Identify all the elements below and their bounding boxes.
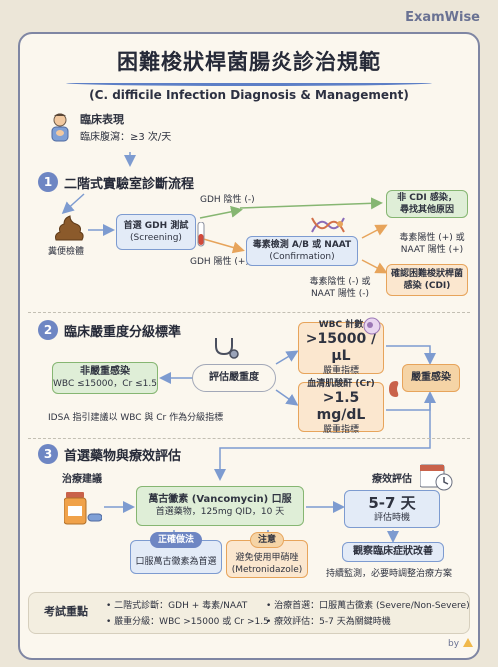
section2-number: 2: [38, 320, 58, 340]
correct-practice-title: 正確做法: [157, 535, 194, 545]
section2-title: 臨床嚴重度分級標準: [64, 325, 182, 340]
wbc-note: 嚴重指標: [322, 366, 359, 376]
observe-box: 觀察臨床症狀改善: [342, 542, 444, 562]
patient-icon: [48, 112, 72, 142]
exam-points-panel: [28, 592, 470, 634]
assess-severity-node: 評估嚴重度: [192, 364, 276, 392]
section3-title: 首選藥物與療效評估: [64, 449, 182, 464]
assess-severity-label: 評估嚴重度: [209, 372, 259, 383]
exam-point-1: • 二階式診斷：GDH + 毒素/NAAT: [106, 601, 248, 611]
gdh-screening-sub: (Screening): [130, 233, 182, 243]
creatinine-box: 血清肌酸酐 (Cr) >1.5 mg/dL 嚴重指標: [298, 379, 384, 435]
exam-point-2: • 治療首選：口服萬古黴素 (Severe/Non-Severe): [266, 601, 470, 611]
divider-2: [28, 438, 470, 439]
toxin-positive-line1: 毒素陽性 (+) 或: [399, 233, 465, 243]
confirmation-sub: (Confirmation): [269, 252, 335, 262]
toxin-negative-line1: 毒素陰性 (-) 或: [309, 277, 371, 287]
wbc-value: >15000 /μL: [305, 331, 377, 364]
non-cdi-line2: 尋找其他原因: [399, 205, 454, 215]
page-subtitle: (C. difficile Infection Diagnosis & Mana…: [89, 88, 409, 102]
caution-tag: 注意: [250, 532, 284, 548]
title-underline: [66, 80, 432, 86]
non-severe-title: 非嚴重感染: [80, 366, 130, 377]
vancomycin-title: 萬古黴素 (Vancomycin) 口服: [148, 494, 292, 505]
caution-title: 注意: [257, 535, 276, 545]
exam-point-3: • 嚴重分級：WBC >15000 或 Cr >1.5: [106, 617, 269, 627]
correct-practice-text: 口服萬古黴素為首選: [135, 557, 217, 567]
section1-title: 二階式實驗室診斷流程: [64, 177, 195, 192]
monitor-note: 持續監測，必要時調整治療方案: [326, 569, 453, 579]
confirmed-cdi-box: 確認困難梭狀桿菌 感染 (CDI): [386, 264, 468, 296]
timing-box: 5-7 天 評估時機: [344, 490, 440, 528]
vancomycin-dose: 首選藥物，125mg QID，10 天: [155, 507, 285, 517]
gdh-positive-label: GDH 陽性 (+): [190, 257, 249, 267]
divider-1: [28, 312, 470, 313]
creatinine-value: >1.5 mg/dL: [316, 390, 366, 423]
caution-line1: 避免使用甲硝唑: [235, 553, 299, 563]
toxin-negative-label: 毒素陰性 (-) 或 NAAT 陽性 (-): [298, 276, 382, 300]
stool-icon: [52, 212, 86, 242]
toxin-positive-line2: NAAT 陽性 (+): [400, 245, 464, 255]
gdh-negative-label: GDH 陰性 (-): [200, 195, 255, 205]
non-cdi-box: 非 CDI 感染， 尋找其他原因: [386, 190, 468, 218]
toxin-positive-label: 毒素陽性 (+) 或 NAAT 陽性 (+): [396, 232, 468, 256]
kidney-icon: [388, 380, 402, 398]
test-tube-icon: [196, 222, 206, 248]
correct-practice-tag: 正確做法: [150, 532, 202, 548]
exam-points-label: 考試重點: [44, 605, 88, 618]
medicine-bottle-icon: [64, 492, 102, 526]
stool-label: 糞便檢體: [48, 247, 85, 257]
clinical-detail: 臨床腹瀉：≥3 次/天: [80, 132, 172, 143]
footer-by: by: [448, 639, 460, 649]
gdh-screening-box: 首選 GDH 測試 (Screening): [116, 214, 196, 250]
severe-box: 嚴重感染: [402, 364, 460, 392]
gdh-screening-title: 首選 GDH 測試: [123, 221, 189, 231]
severe-label: 嚴重感染: [411, 372, 451, 383]
confirmed-cdi-line1: 確認困難梭狀桿菌: [390, 269, 463, 279]
toxin-negative-line2: NAAT 陽性 (-): [310, 289, 370, 299]
page-title: 困難梭狀桿菌腸炎診治規範: [117, 50, 381, 74]
timing-value: 5-7 天: [368, 493, 416, 512]
clinical-heading: 臨床表現: [80, 113, 124, 126]
calendar-clock-icon: [420, 462, 454, 492]
confirmation-box: 毒素檢測 A/B 或 NAAT (Confirmation): [246, 236, 358, 266]
idsa-note: IDSA 指引建議以 WBC 與 Cr 作為分級指標: [48, 413, 224, 423]
non-severe-criteria: WBC ≤15000，Cr ≤1.5: [53, 379, 157, 389]
timing-note: 評估時機: [373, 512, 410, 523]
wbc-label: WBC 計數: [318, 320, 364, 330]
exam-point-4: • 療效評估：5-7 天為關鍵時機: [266, 617, 391, 627]
confirmation-title: 毒素檢測 A/B 或 NAAT: [252, 240, 352, 250]
treatment-label: 治療建議: [62, 474, 102, 485]
non-cdi-line1: 非 CDI 感染，: [397, 193, 457, 203]
section3-number: 3: [38, 444, 58, 464]
creatinine-label: 血清肌酸酐 (Cr): [307, 379, 375, 389]
dna-icon: [310, 214, 346, 236]
caution-line2: (Metronidazole): [231, 565, 303, 575]
stethoscope-icon: [212, 336, 240, 360]
confirmed-cdi-line2: 感染 (CDI): [403, 281, 451, 291]
vancomycin-box: 萬古黴素 (Vancomycin) 口服 首選藥物，125mg QID，10 天: [136, 486, 304, 526]
brand-logo: ExamWise: [405, 10, 480, 25]
creatinine-note: 嚴重指標: [322, 425, 359, 435]
blood-cell-icon: [362, 316, 382, 336]
observe-label: 觀察臨床症狀改善: [353, 546, 433, 557]
section1-number: 1: [38, 172, 58, 192]
footer-logo-icon: [462, 636, 474, 648]
efficacy-label: 療效評估: [372, 474, 412, 485]
non-severe-box: 非嚴重感染 WBC ≤15000，Cr ≤1.5: [52, 362, 158, 394]
